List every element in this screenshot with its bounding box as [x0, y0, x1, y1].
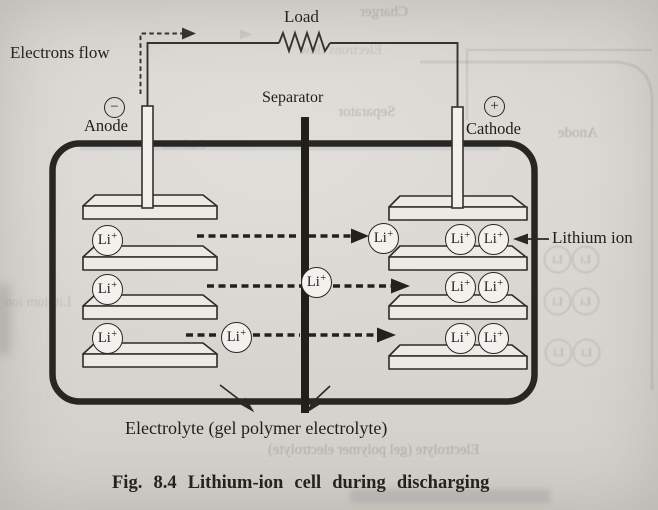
lithium-ion-particle: Li+: [221, 322, 252, 353]
bleed-through-arrowhead: [240, 29, 252, 40]
ion-symbol: Li: [483, 279, 497, 295]
lithium-ion-particle: Li+: [478, 323, 509, 354]
plus-icon: +: [490, 98, 499, 114]
cathode-plate-front: [388, 256, 528, 271]
ion-charge: +: [111, 279, 118, 291]
ion-symbol: Li: [450, 231, 464, 247]
ion-charge: +: [464, 328, 471, 340]
ion-symbol: Li: [373, 230, 387, 246]
ion-symbol: Li: [450, 330, 464, 346]
lithium-ion-pointer-arrow: [513, 233, 549, 245]
cathode-plate-front: [388, 305, 528, 320]
anode-plate-front: [82, 305, 218, 320]
ion-symbol: Li: [97, 330, 111, 346]
anode-minus-sign: −: [104, 97, 125, 118]
anode-label: Anode: [84, 116, 128, 135]
circuit-wire: [146, 42, 459, 107]
ion-charge: +: [497, 229, 504, 241]
cathode-plate-front: [388, 206, 528, 221]
ion-charge: +: [240, 327, 247, 339]
ion-charge: +: [387, 228, 394, 240]
anode-plate-front: [82, 353, 218, 368]
figure-caption: Fig. 8.4 Lithium-ion cell during dischar…: [112, 473, 490, 493]
lithium-ion-particle: Li+: [92, 225, 123, 256]
ion-charge: +: [111, 328, 118, 340]
anode-plate-front: [82, 256, 218, 271]
ion-symbol: Li: [97, 281, 111, 297]
lithium-ion-particle: Li+: [478, 272, 509, 303]
cathode-terminal: [451, 106, 464, 209]
electrolyte-pointer-arrows: [219, 384, 331, 413]
ion-symbol: Li: [483, 330, 497, 346]
cathode-plus-sign: +: [484, 96, 505, 117]
bleed-through-circuit-lines: [420, 48, 654, 390]
load-resistor-icon: [278, 29, 331, 55]
lithium-ion-particle: Li+: [478, 224, 509, 255]
electrolyte-label: Electrolyte (gel polymer electrolyte): [125, 418, 388, 438]
lithium-ion-particle: Li+: [368, 223, 399, 254]
ion-charge: +: [464, 277, 471, 289]
ion-charge: +: [464, 229, 471, 241]
load-label: Load: [284, 7, 319, 26]
anode-terminal: [141, 105, 154, 209]
ion-path-arrowheads: [351, 228, 410, 343]
lithium-ion-label: Lithium ion: [552, 228, 633, 247]
lithium-ion-particle: Li+: [92, 274, 123, 305]
lithium-ion-particle: Li+: [445, 323, 476, 354]
ion-charge: +: [111, 230, 118, 242]
ion-charge: +: [497, 277, 504, 289]
lithium-ion-particle: Li+: [301, 267, 332, 298]
ion-symbol: Li: [483, 231, 497, 247]
ion-path-arrows: [186, 234, 391, 337]
cathode-label: Cathode: [466, 119, 521, 138]
lithium-ion-particle: Li+: [445, 272, 476, 303]
ion-symbol: Li: [450, 279, 464, 295]
ion-symbol: Li: [306, 274, 320, 290]
electrons-flow-arrow: [139, 27, 196, 94]
minus-icon: −: [110, 99, 119, 115]
cathode-plate-front: [388, 355, 528, 370]
separator-label: Separator: [262, 89, 324, 106]
ion-charge: +: [497, 328, 504, 340]
electrons-flow-label: Electrons flow: [10, 43, 110, 62]
lithium-ion-particle: Li+: [445, 224, 476, 255]
ion-symbol: Li: [97, 232, 111, 248]
separator-bar: [301, 117, 309, 413]
ion-symbol: Li: [226, 329, 240, 345]
cell-case-border: [49, 140, 538, 405]
lithium-ion-particle: Li+: [92, 323, 123, 354]
ion-charge: +: [320, 272, 327, 284]
